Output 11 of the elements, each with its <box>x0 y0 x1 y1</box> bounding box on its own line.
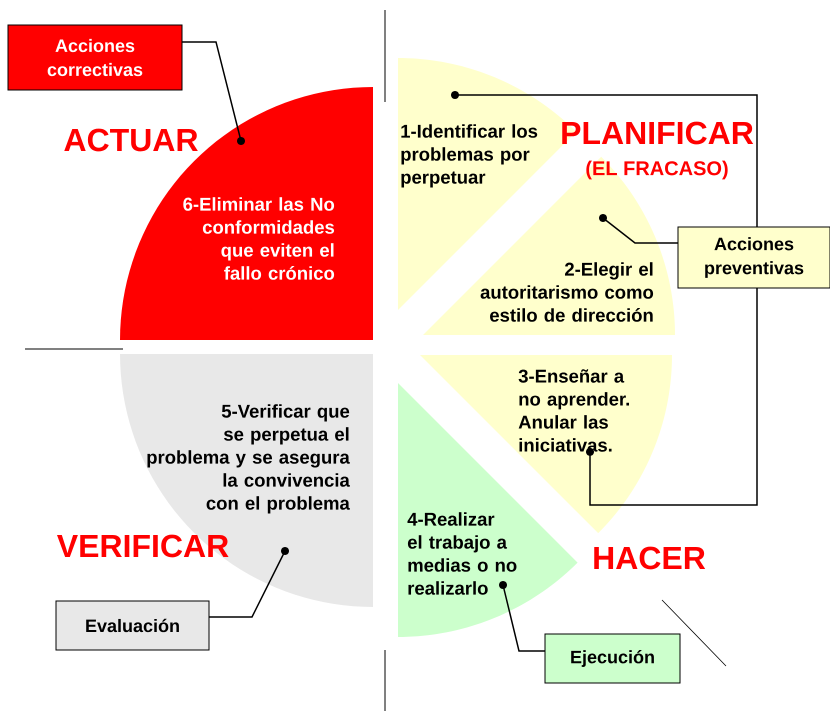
callout-box: Evaluación <box>56 600 210 650</box>
leader-line <box>182 41 245 145</box>
section-heading: VERIFICAR <box>57 534 229 558</box>
callout-box: Acciones preventivas <box>678 226 830 288</box>
callout-box: Acciones correctivas <box>8 24 182 90</box>
leader-line <box>499 581 544 652</box>
leader-line <box>210 547 289 618</box>
callout-box: Ejecución <box>544 634 680 684</box>
leader-line <box>599 214 678 244</box>
section-heading: HACER <box>594 546 706 570</box>
leader-line <box>451 91 758 506</box>
